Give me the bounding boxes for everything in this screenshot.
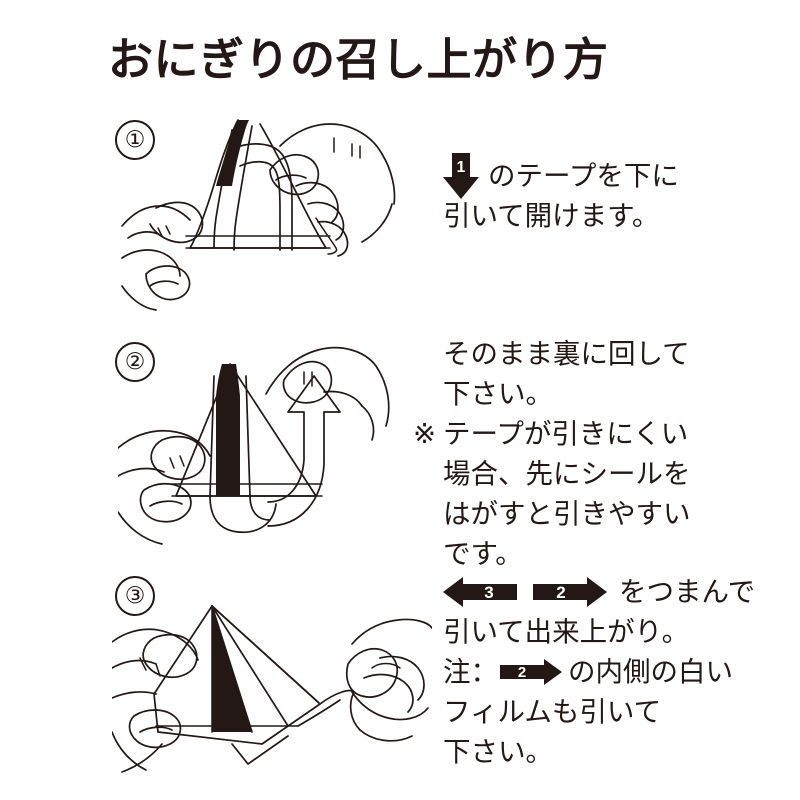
arrow-right-2-note-icon: 2 xyxy=(500,659,562,685)
step-1-line-1-text: のテープを下に xyxy=(488,160,679,191)
step-2-line-6: です。 xyxy=(443,534,691,574)
step-2-line-5-text: はがすと引きやすい xyxy=(443,498,691,529)
step-3-line-4-text: フィルムも引いて xyxy=(443,696,662,727)
step-3-line-1-text: をつまんで xyxy=(619,576,756,607)
step-2-line-6-text: です。 xyxy=(443,538,523,569)
step-1-line-1: 1 のテープを下に xyxy=(443,153,679,199)
step-1-line-2: 引いて開けます。 xyxy=(443,196,679,236)
step-1-illustration xyxy=(120,108,420,318)
step-3-line-1: 3 2 をつまんで xyxy=(443,572,755,612)
step-2-line-5: はがすと引きやすい xyxy=(443,494,691,534)
step-3-line-3: 注： 2 の内側の白い xyxy=(443,652,755,692)
page-title: おにぎりの召し上がり方 xyxy=(108,34,609,85)
step-2-line-1: そのまま裏に回して xyxy=(443,334,691,374)
step-3-illustration xyxy=(111,586,433,781)
step-1-line-2-text: 引いて開けます。 xyxy=(443,200,660,231)
step-2-line-2: 下さい。 xyxy=(443,374,691,414)
step-2-line-2-text: 下さい。 xyxy=(443,378,553,409)
step-3-line-2: 引いて出来上がり。 xyxy=(443,612,755,652)
step-2-illustration xyxy=(117,336,418,556)
step-2-number: ② xyxy=(115,342,155,382)
note-label: 注： xyxy=(443,656,498,687)
step-2-line-4: 場合、先にシールを xyxy=(443,454,691,494)
step-3-line-4: フィルムも引いて xyxy=(443,692,755,732)
step-1-number: ① xyxy=(115,120,155,160)
step-3-line-2-text: 引いて出来上がり。 xyxy=(443,616,690,647)
step-2-line-1-text: そのまま裏に回して xyxy=(443,338,690,369)
arrow-right-2-icon: 2 xyxy=(533,577,607,607)
step-2-line-4-text: 場合、先にシールを xyxy=(443,458,691,489)
arrow-down-1-icon: 1 xyxy=(443,153,479,199)
step-3-line-3-text: の内側の白い xyxy=(568,656,733,687)
step-2-text: そのまま裏に回して 下さい。 ※ テープが引きにくい 場合、先にシールを はがす… xyxy=(413,334,691,574)
step-3-line-5-text: 下さい。 xyxy=(443,736,553,767)
arrow-left-3-icon: 3 xyxy=(443,577,517,607)
step-3-text: 3 2 をつまんで 引いて出来上がり。 注： xyxy=(443,572,755,772)
step-2-line-3-text: テープが引きにくい xyxy=(443,418,689,449)
note-mark-kome: ※ xyxy=(413,418,437,449)
step-3-number: ③ xyxy=(115,576,155,616)
step-1-text: 1 のテープを下に 引いて開けます。 xyxy=(443,153,679,236)
step-2-line-3: ※ テープが引きにくい xyxy=(413,414,691,454)
step-3-line-5: 下さい。 xyxy=(443,732,755,772)
